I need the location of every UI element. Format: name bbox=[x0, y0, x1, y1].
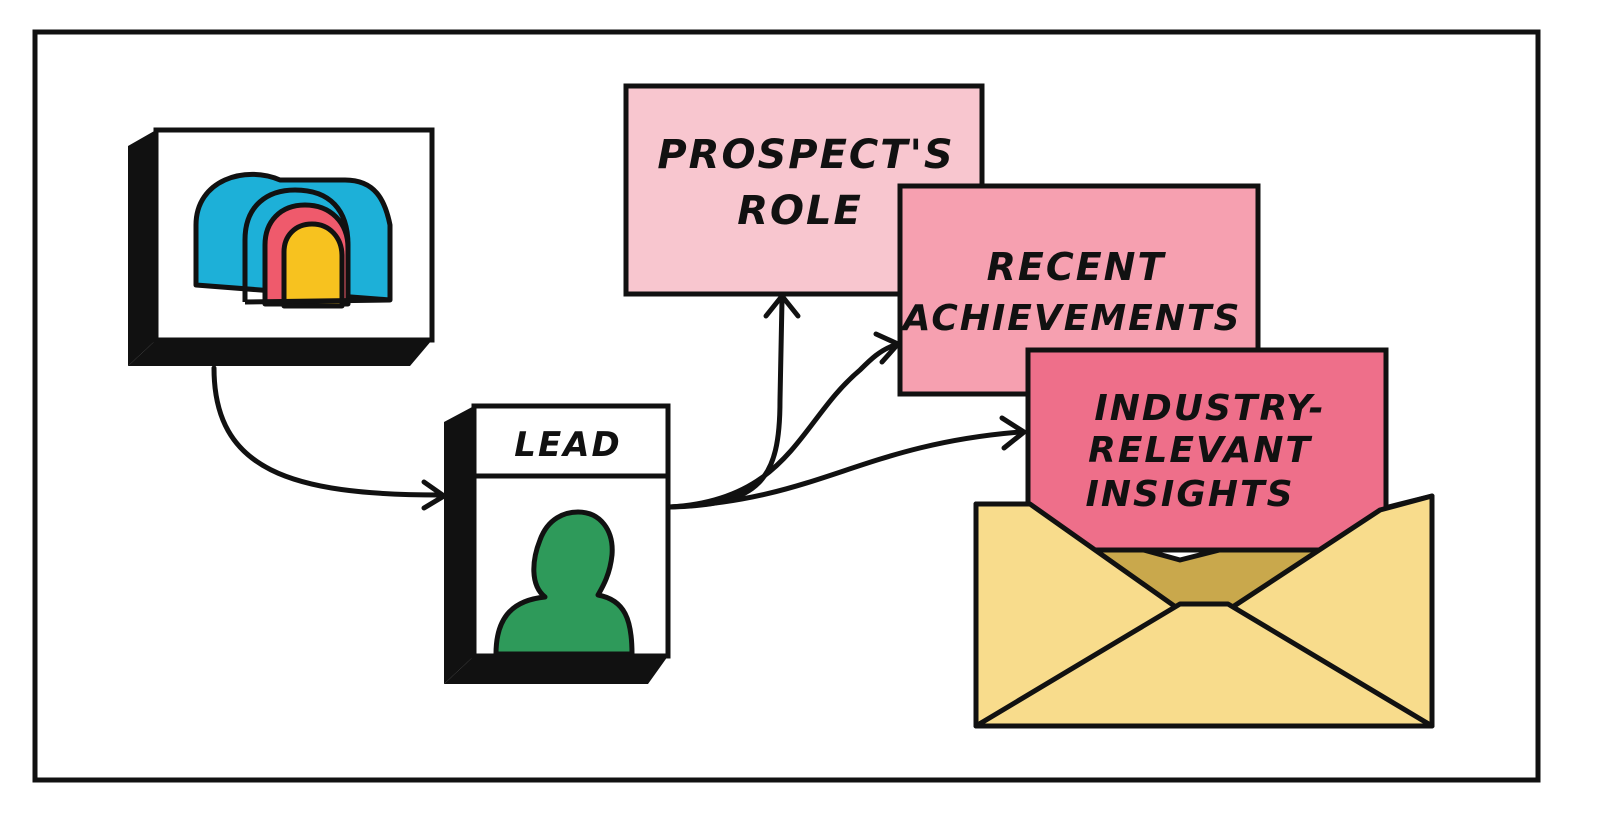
card-recent-achievements-line-1: RECENT bbox=[987, 245, 1167, 289]
card-industry-insights-line-2: RELEVANT bbox=[1088, 430, 1312, 471]
source-box-shadow-bottom bbox=[128, 340, 432, 366]
lead-label: LEAD bbox=[514, 425, 621, 465]
card-industry-insights-face bbox=[1025, 347, 1389, 553]
card-industry-insights-line-1: INDUSTRY- bbox=[1094, 388, 1325, 429]
person-icon bbox=[493, 509, 635, 657]
source-box bbox=[128, 127, 435, 366]
card-industry-insights-line-3: INSIGHTS bbox=[1085, 474, 1294, 515]
lead-card-shadow bbox=[444, 406, 474, 684]
lead-card-shadow-bottom bbox=[444, 656, 668, 684]
card-prospects-role-line-2: ROLE bbox=[737, 188, 863, 234]
rainbow-icon bbox=[193, 171, 393, 309]
card-prospects-role-line-1: PROSPECT'S bbox=[657, 132, 954, 178]
envelope-front bbox=[973, 493, 1435, 729]
arrow-lead-to-insights bbox=[667, 415, 1027, 510]
card-industry-insights: INDUSTRY- RELEVANT INSIGHTS bbox=[1025, 347, 1389, 553]
envelope-bottom-flap bbox=[973, 601, 1435, 729]
lead-card: LEAD bbox=[444, 403, 671, 684]
card-recent-achievements-line-2: ACHIEVEMENTS bbox=[900, 298, 1242, 339]
source-box-shadow bbox=[128, 130, 156, 366]
